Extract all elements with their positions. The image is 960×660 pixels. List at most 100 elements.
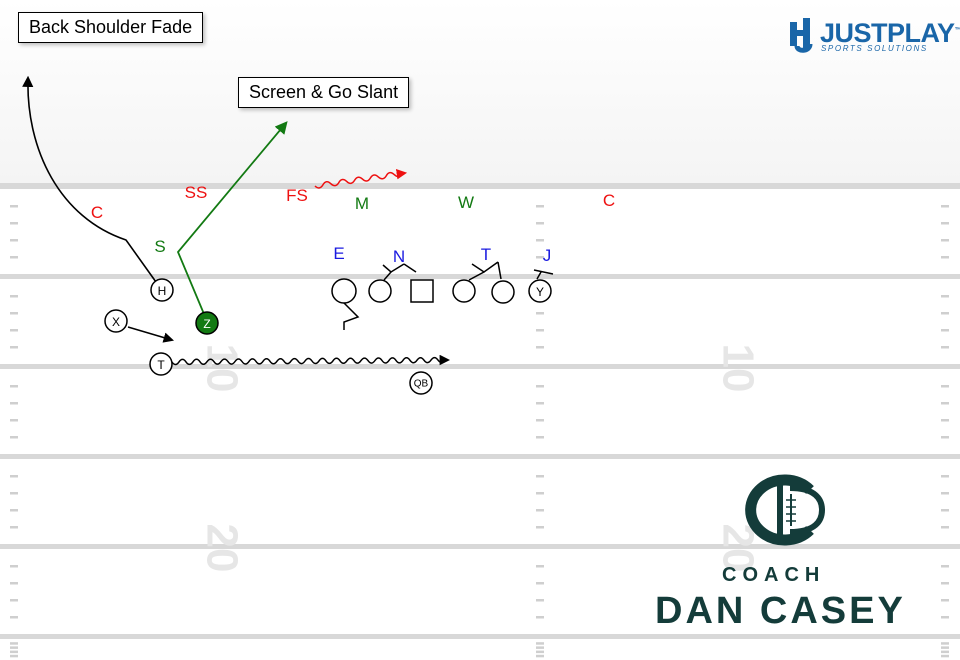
- hash-mark: [941, 239, 949, 242]
- player-y[interactable]: Y: [528, 279, 552, 303]
- hash-mark: [941, 385, 949, 388]
- hash-mark: [10, 346, 18, 349]
- hash-mark: [536, 565, 544, 568]
- yard-line: [0, 183, 960, 189]
- hash-mark: [10, 616, 18, 619]
- hash-mark: [536, 526, 544, 529]
- block-mark: [468, 271, 485, 281]
- coach-name: DAN CASEY: [655, 590, 906, 632]
- hash-mark: [10, 654, 18, 658]
- hash-mark: [941, 654, 949, 658]
- hash-mark: [10, 419, 18, 422]
- right-guard[interactable]: [452, 279, 476, 303]
- hash-mark: [941, 492, 949, 495]
- offense: H X Z T QB: [104, 261, 554, 395]
- player-t-label: T: [157, 358, 165, 372]
- left-guard[interactable]: [368, 279, 392, 303]
- hash-mark: [10, 402, 18, 405]
- defender-t[interactable]: T: [481, 245, 491, 264]
- hash-mark: [10, 492, 18, 495]
- hash-mark: [536, 419, 544, 422]
- player-t[interactable]: T: [149, 352, 173, 376]
- route-t-motion: [171, 354, 451, 366]
- yard-line: [0, 274, 960, 279]
- defender-s[interactable]: S: [154, 237, 165, 256]
- yard-line: [0, 544, 960, 549]
- callout-screen-go-slant[interactable]: Screen & Go Slant: [238, 77, 410, 108]
- defender-j[interactable]: J: [543, 246, 552, 265]
- hash-mark: [941, 222, 949, 225]
- hash-mark: [941, 419, 949, 422]
- hash-mark: [941, 582, 949, 585]
- hash-mark: [10, 509, 18, 512]
- route-x-motion: [127, 326, 175, 343]
- defender-n[interactable]: N: [393, 247, 405, 266]
- tight-end-left[interactable]: [331, 278, 360, 330]
- route-back-shoulder-fade: [22, 75, 157, 283]
- yard-number-20-left: 20: [198, 524, 247, 573]
- block-mark: [497, 261, 502, 280]
- defender-fs[interactable]: FS: [286, 186, 308, 205]
- hash-mark: [536, 329, 544, 332]
- defender-c-left[interactable]: C: [91, 203, 103, 222]
- hash-mark: [941, 616, 949, 619]
- hash-mark: [941, 346, 949, 349]
- hash-mark: [536, 492, 544, 495]
- hash-mark: [10, 475, 18, 478]
- player-x[interactable]: X: [104, 309, 128, 333]
- hash-mark: [10, 295, 18, 298]
- yard-number-10-right: 10: [714, 344, 763, 393]
- block-mark: [343, 302, 360, 330]
- yard-number-10-left: 10: [198, 344, 247, 393]
- hash-mark: [941, 295, 949, 298]
- hash-mark: [10, 646, 18, 649]
- player-z[interactable]: Z: [195, 311, 219, 335]
- hash-mark: [10, 436, 18, 439]
- defender-w[interactable]: W: [458, 193, 474, 212]
- yard-line: [0, 634, 960, 639]
- hash-mark: [536, 312, 544, 315]
- yard-line: [0, 364, 960, 369]
- justplay-logo-text: JUSTPLAY™: [820, 18, 960, 49]
- block-mark: [533, 269, 554, 280]
- yard-lines: [0, 183, 960, 639]
- hash-mark: [941, 402, 949, 405]
- hash-mark: [10, 642, 18, 645]
- defender-ss[interactable]: SS: [185, 183, 208, 202]
- callout-back-shoulder-fade[interactable]: Back Shoulder Fade: [18, 12, 204, 43]
- justplay-tm: ™: [954, 27, 960, 34]
- hash-mark: [941, 205, 949, 208]
- defender-m[interactable]: M: [355, 194, 369, 213]
- hash-mark: [941, 312, 949, 315]
- hash-mark: [536, 239, 544, 242]
- hash-mark: [536, 256, 544, 259]
- hash-mark: [10, 239, 18, 242]
- defender-c-right[interactable]: C: [603, 191, 615, 210]
- justplay-tagline: SPORTS SOLUTIONS: [821, 44, 928, 53]
- center[interactable]: [410, 279, 434, 303]
- player-h-label: H: [158, 284, 167, 298]
- defender-e[interactable]: E: [333, 244, 344, 263]
- player-qb[interactable]: QB: [409, 371, 433, 395]
- player-h[interactable]: H: [150, 278, 174, 302]
- yard-numbers: 10 10 20 20: [198, 344, 763, 573]
- hash-mark: [941, 565, 949, 568]
- player-y-label: Y: [536, 285, 544, 299]
- hash-mark: [10, 312, 18, 315]
- hash-mark: [941, 475, 949, 478]
- hash-mark: [10, 582, 18, 585]
- hash-mark: [10, 565, 18, 568]
- justplay-name: JUSTPLAY: [820, 18, 955, 48]
- hash-mark: [941, 436, 949, 439]
- hash-mark: [10, 385, 18, 388]
- defense: C SS FS M W C S E N T J: [91, 183, 615, 266]
- justplay-logo-icon: [790, 18, 813, 53]
- hash-mark: [10, 329, 18, 332]
- hash-mark: [536, 346, 544, 349]
- hash-mark: [536, 205, 544, 208]
- coach-monogram-icon: [745, 474, 826, 546]
- right-tackle[interactable]: [491, 280, 515, 304]
- hash-mark: [941, 642, 949, 645]
- hash-mark: [536, 642, 544, 645]
